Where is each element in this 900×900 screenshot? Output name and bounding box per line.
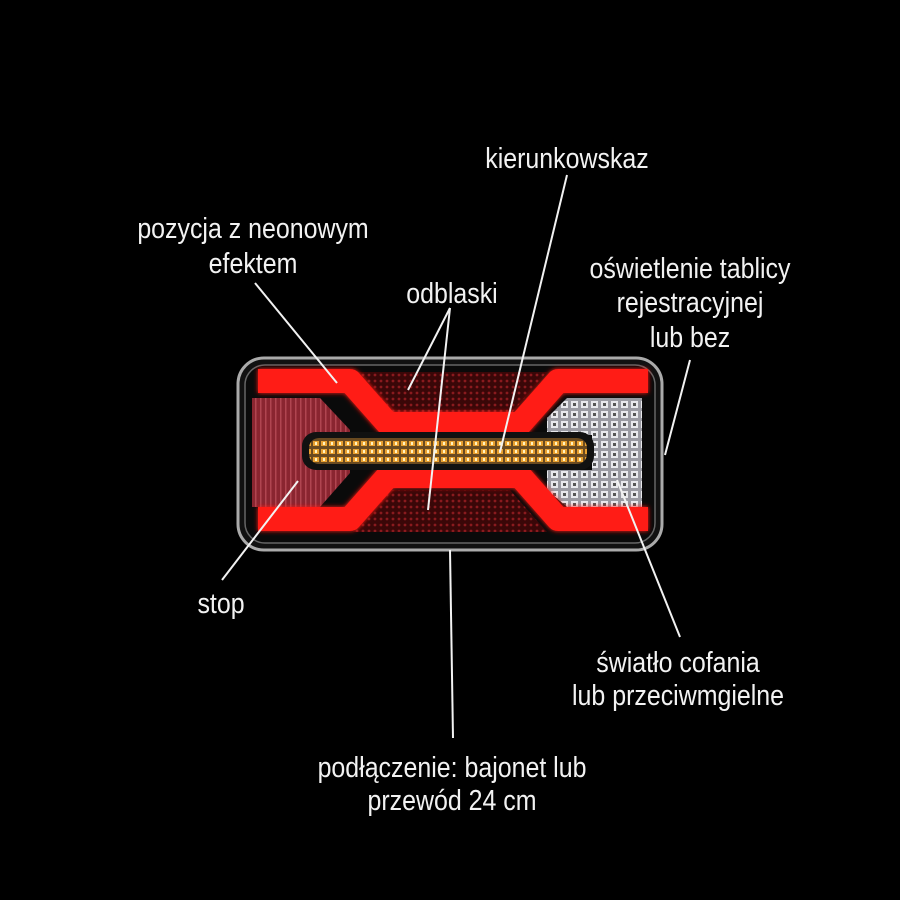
label-position-line1: pozycja z neonowym xyxy=(137,212,368,244)
leader-indicator xyxy=(499,174,568,453)
reverse-light-lens xyxy=(547,398,642,507)
label-stop: stop xyxy=(197,587,244,619)
leader-reflector-bottom xyxy=(427,307,451,511)
leader-stop xyxy=(221,480,299,581)
stop-lens xyxy=(252,398,350,507)
leader-position xyxy=(254,282,338,384)
label-reverse-line1: światło cofania xyxy=(596,646,760,678)
leader-reflector-top xyxy=(407,307,451,391)
label-plate-light-line3: lub bez xyxy=(650,321,730,353)
label-position-line2: efektem xyxy=(209,247,298,279)
leader-reverse xyxy=(616,479,681,638)
label-reverse-line2: lub przeciwmgielne xyxy=(572,679,784,711)
label-connection-line2: przewód 24 cm xyxy=(367,784,536,816)
leader-plate-light xyxy=(664,359,691,456)
label-connection-line1: podłączenie: bajonet lub xyxy=(318,751,587,783)
label-reflectors: odblaski xyxy=(406,277,497,309)
label-plate-light-line1: oświetlenie tablicy xyxy=(590,252,791,284)
reflector-bottom xyxy=(353,490,547,532)
indicator-bar xyxy=(309,438,587,464)
label-plate-light-line2: rejestracyjnej xyxy=(617,286,764,318)
tail-lamp xyxy=(236,356,664,552)
leader-connection xyxy=(449,549,454,739)
label-indicator: kierunkowskaz xyxy=(485,142,648,174)
reflector-top xyxy=(353,372,547,415)
